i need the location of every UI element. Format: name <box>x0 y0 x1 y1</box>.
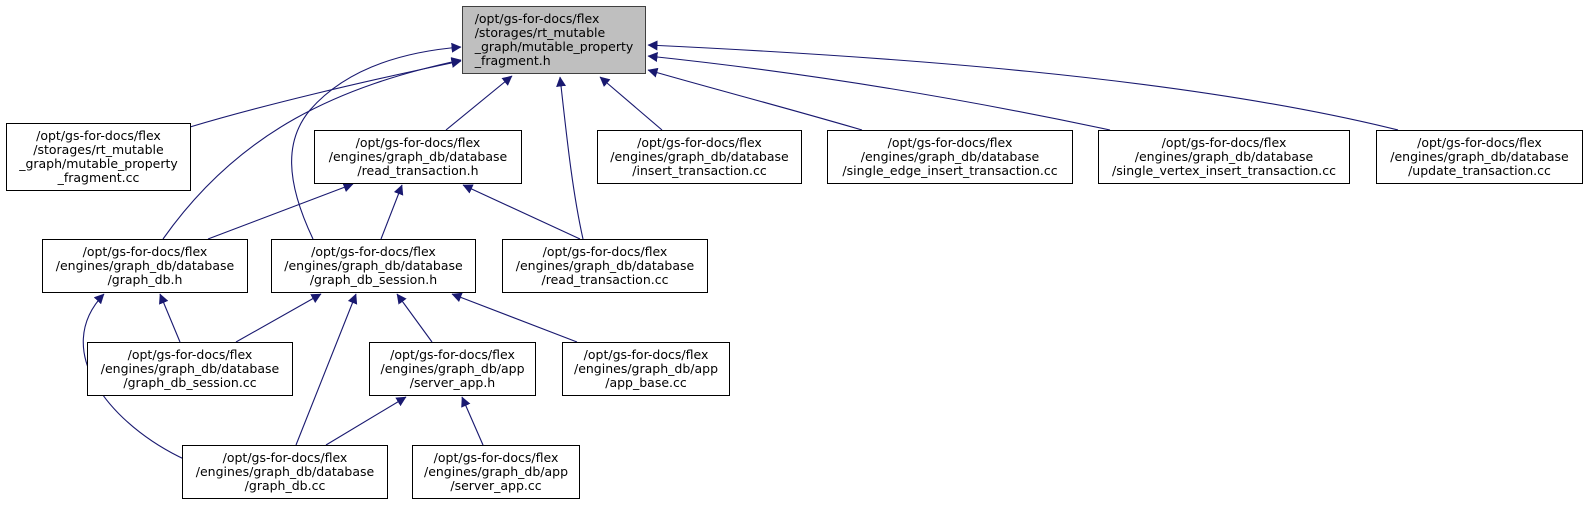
node-label: /opt/gs-for-docs/flex /engines/graph_db/… <box>1112 135 1336 178</box>
node-label: /opt/gs-for-docs/flex /engines/graph_db/… <box>55 244 235 287</box>
edge-mpf_cc-to-root <box>189 58 462 128</box>
node-label: /opt/gs-for-docs/flex /engines/graph_db/… <box>328 135 508 178</box>
node-label: /opt/gs-for-docs/flex /engines/graph_db/… <box>610 135 789 178</box>
edge-graph_db_session_cc-to-graph_db_session_h <box>235 293 322 343</box>
node-server-app-h[interactable]: /opt/gs-for-docs/flex /engines/graph_db/… <box>369 342 536 396</box>
edge-read_txn_cc-to-read_txn_h <box>462 184 581 240</box>
edge-read_txn_cc-to-root <box>556 76 584 240</box>
node-read-transaction-cc[interactable]: /opt/gs-for-docs/flex /engines/graph_db/… <box>502 239 708 293</box>
node-server-app-cc[interactable]: /opt/gs-for-docs/flex /engines/graph_db/… <box>412 445 580 499</box>
edge-graph_db_h-to-root <box>162 57 462 240</box>
edge-server_app_h-to-graph_db_session_h <box>396 293 433 343</box>
node-single-edge-insert-transaction-cc[interactable]: /opt/gs-for-docs/flex /engines/graph_db/… <box>827 130 1073 184</box>
node-label: /opt/gs-for-docs/flex /engines/graph_db/… <box>1390 135 1569 178</box>
node-update-transaction-cc[interactable]: /opt/gs-for-docs/flex /engines/graph_db/… <box>1376 130 1583 184</box>
node-mutable-property-fragment-h[interactable]: /opt/gs-for-docs/flex /storages/rt_mutab… <box>462 6 646 74</box>
node-read-transaction-h[interactable]: /opt/gs-for-docs/flex /engines/graph_db/… <box>314 130 522 184</box>
edge-single_vertex_cc-to-root <box>647 52 1111 131</box>
node-label: /opt/gs-for-docs/flex /engines/graph_db/… <box>423 450 569 493</box>
edge-update_txn_cc-to-root <box>647 40 1399 131</box>
node-graph-db-cc[interactable]: /opt/gs-for-docs/flex /engines/graph_db/… <box>182 445 388 499</box>
node-label: /opt/gs-for-docs/flex /engines/graph_db/… <box>195 450 375 493</box>
edge-server_app_cc-to-server_app_h <box>461 396 484 446</box>
node-insert-transaction-cc[interactable]: /opt/gs-for-docs/flex /engines/graph_db/… <box>597 130 802 184</box>
edge-graph_db_session_cc-to-graph_db_h <box>159 293 181 343</box>
edge-app_base_cc-to-graph_db_session_h <box>451 292 578 343</box>
node-graph-db-session-h[interactable]: /opt/gs-for-docs/flex /engines/graph_db/… <box>271 239 476 293</box>
node-label: /opt/gs-for-docs/flex /engines/graph_db/… <box>380 347 525 390</box>
edge-graph_db_session_h-to-read_txn_h <box>380 184 404 240</box>
edge-graph_db_cc-to-graph_db_session_h <box>295 293 358 446</box>
node-single-vertex-insert-transaction-cc[interactable]: /opt/gs-for-docs/flex /engines/graph_db/… <box>1098 130 1350 184</box>
node-app-base-cc[interactable]: /opt/gs-for-docs/flex /engines/graph_db/… <box>562 342 730 396</box>
node-label: /opt/gs-for-docs/flex /storages/rt_mutab… <box>19 128 178 185</box>
node-label: /opt/gs-for-docs/flex /engines/graph_db/… <box>842 135 1058 178</box>
node-label: /opt/gs-for-docs/flex /engines/graph_db/… <box>100 347 280 390</box>
node-label: /opt/gs-for-docs/flex /storages/rt_mutab… <box>474 11 634 68</box>
edge-read_txn_h-to-root <box>445 75 513 131</box>
node-graph-db-h[interactable]: /opt/gs-for-docs/flex /engines/graph_db/… <box>42 239 248 293</box>
node-label: /opt/gs-for-docs/flex /engines/graph_db/… <box>284 244 463 287</box>
node-label: /opt/gs-for-docs/flex /engines/graph_db/… <box>573 347 719 390</box>
edge-graph_db_h-to-read_txn_h <box>207 182 354 240</box>
edge-single_edge_cc-to-root <box>647 67 863 131</box>
edge-graph_db_cc-to-server_app_h <box>325 396 407 446</box>
node-label: /opt/gs-for-docs/flex /engines/graph_db/… <box>515 244 695 287</box>
edge-graph_db_session_h-to-root <box>291 42 462 240</box>
node-mutable-property-fragment-cc[interactable]: /opt/gs-for-docs/flex /storages/rt_mutab… <box>6 123 191 191</box>
node-graph-db-session-cc[interactable]: /opt/gs-for-docs/flex /engines/graph_db/… <box>87 342 293 396</box>
edge-insert_txn_cc-to-root <box>599 76 663 131</box>
